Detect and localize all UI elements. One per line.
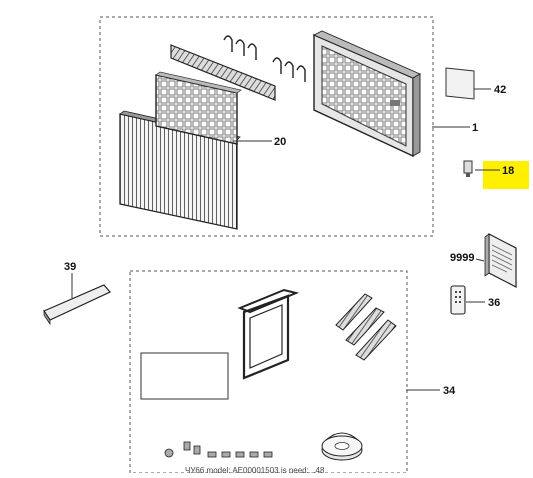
part-label-9999: 9999: [450, 252, 475, 264]
foam-tape-roll[interactable]: [321, 432, 363, 461]
part-label-34: 34: [443, 385, 456, 397]
part-label-42: 42: [494, 84, 507, 96]
sensor-part-18[interactable]: [463, 160, 473, 177]
hardware-screws[interactable]: [164, 441, 273, 458]
seal-strips[interactable]: [335, 293, 397, 361]
part-label-36: 36: [488, 297, 501, 309]
part-18-highlight: [483, 161, 529, 189]
part-label-18: 18: [502, 165, 515, 177]
part-label-20: 20: [274, 136, 287, 148]
part-label-1: 1: [472, 122, 479, 134]
remote-part-36[interactable]: [450, 285, 466, 315]
bottom-caption: ЧУ66 model: AE00001503 is need: ..48: [185, 466, 325, 475]
part-label-39: 39: [64, 261, 77, 273]
lower-kit-box: [129, 270, 408, 474]
air-filter[interactable]: [155, 71, 242, 145]
label-card-part-42[interactable]: [445, 67, 475, 100]
leader-lines: [71, 88, 500, 391]
drain-channel-part-39[interactable]: [43, 284, 111, 326]
side-panel[interactable]: [140, 352, 229, 400]
manual-part-9999[interactable]: [484, 233, 517, 288]
louver-slat[interactable]: [170, 44, 276, 101]
mounting-clips[interactable]: [223, 35, 306, 82]
window-frame[interactable]: [237, 288, 300, 380]
cabinet-frame-part-1[interactable]: [312, 30, 421, 158]
